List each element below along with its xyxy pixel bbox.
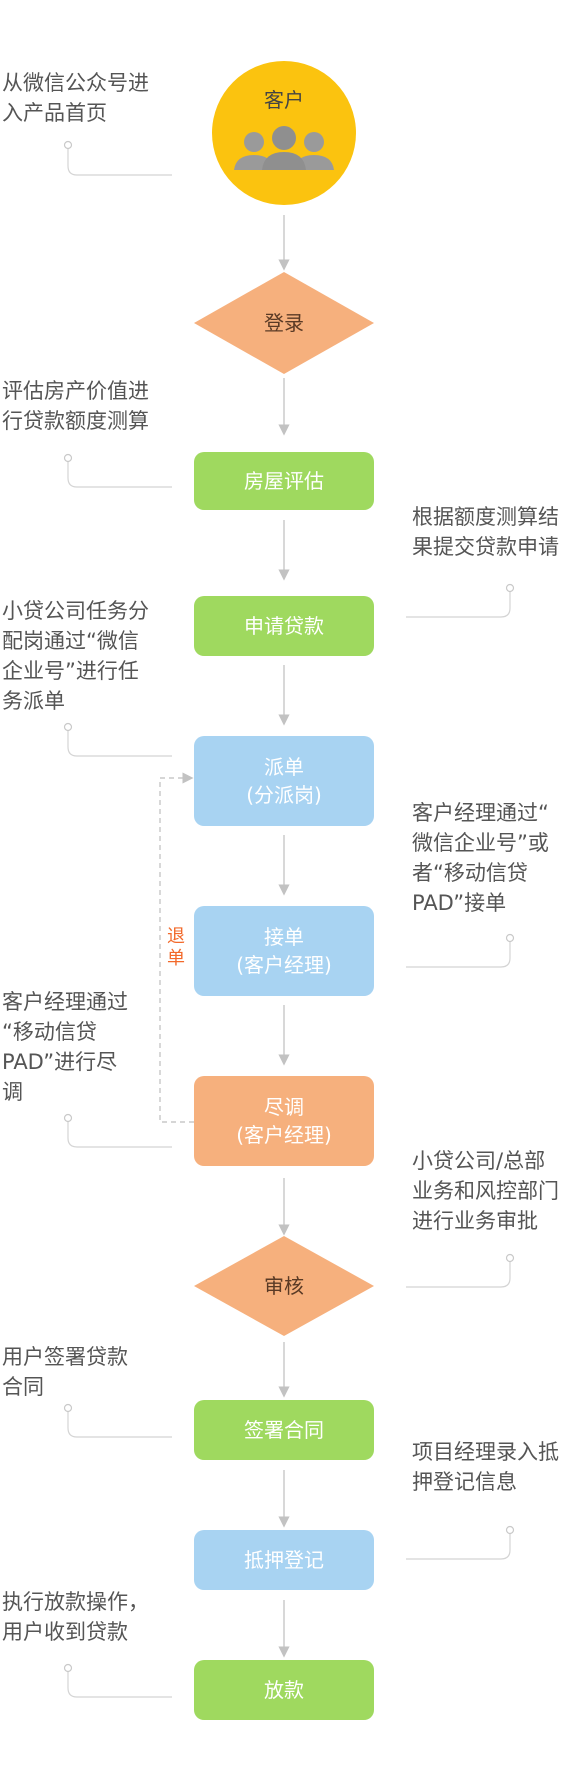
note-connector-r1 xyxy=(406,588,511,618)
login-diamond xyxy=(194,272,374,374)
note-connector-r4 xyxy=(406,1530,511,1560)
note-connector-l1 xyxy=(67,145,172,176)
step-sign-label: 签署合同 xyxy=(244,1418,324,1442)
note-connector-l6 xyxy=(67,1668,172,1698)
step-dispatch-role: (分派岗) xyxy=(246,783,322,807)
note-right-2: 客户经理通过“ 微信企业号”或 者“移动信贷 PAD”接单 xyxy=(412,801,549,915)
people-icon xyxy=(234,126,334,170)
step-investigate-role: (客户经理) xyxy=(236,1123,332,1147)
step-mortgage-label: 抵押登记 xyxy=(244,1548,324,1572)
step-disburse-label: 放款 xyxy=(264,1678,304,1702)
note-left-2: 评估房产价值进 行贷款额度测算 xyxy=(2,379,149,433)
note-left-6: 执行放款操作， 用户收到贷款 xyxy=(2,1590,149,1644)
step-dispatch: 派单 (分派岗) xyxy=(194,736,374,826)
step-evaluate: 房屋评估 xyxy=(194,452,374,510)
note-left-3: 小贷公司任务分 配岗通过“微信 企业号”进行任 务派单 xyxy=(2,599,149,713)
note-right-1: 根据额度测算结 果提交贷款申请 xyxy=(412,505,559,559)
review-diamond xyxy=(194,1236,374,1336)
note-connector-l4 xyxy=(67,1118,172,1148)
step-apply-label: 申请贷款 xyxy=(244,614,324,638)
step-disburse: 放款 xyxy=(194,1660,374,1720)
step-investigate: 尽调 (客户经理) xyxy=(194,1076,374,1166)
note-right-3: 小贷公司/总部 业务和风控部门 进行业务审批 xyxy=(412,1149,559,1233)
note-connector-r3 xyxy=(406,1258,511,1288)
step-accept-role: (客户经理) xyxy=(236,953,332,977)
customer-label: 客户 xyxy=(264,88,304,112)
step-dispatch-title: 派单 xyxy=(264,755,304,779)
note-right-4: 项目经理录入抵 押登记信息 xyxy=(412,1440,559,1494)
step-investigate-title: 尽调 xyxy=(264,1095,304,1119)
step-accept: 接单 (客户经理) xyxy=(194,906,374,996)
return-label: 退单 xyxy=(167,926,185,969)
note-connector-l3 xyxy=(67,727,172,757)
note-connector-r2 xyxy=(406,938,511,968)
step-mortgage: 抵押登记 xyxy=(194,1530,374,1590)
note-connector-l5 xyxy=(67,1408,172,1438)
step-evaluate-label: 房屋评估 xyxy=(244,469,324,493)
login-label: 登录 xyxy=(264,311,304,335)
note-left-4: 客户经理通过 “移动信贷 PAD”进行尽 调 xyxy=(2,990,128,1104)
note-connector-l2 xyxy=(67,458,172,488)
note-left-5: 用户签署贷款 合同 xyxy=(2,1345,128,1399)
step-accept-title: 接单 xyxy=(264,925,304,949)
step-apply: 申请贷款 xyxy=(194,596,374,656)
step-sign: 签署合同 xyxy=(194,1400,374,1460)
review-label: 审核 xyxy=(264,1274,304,1298)
return-loop xyxy=(159,772,194,1123)
note-left-1: 从微信公众号进 入产品首页 xyxy=(2,71,149,125)
